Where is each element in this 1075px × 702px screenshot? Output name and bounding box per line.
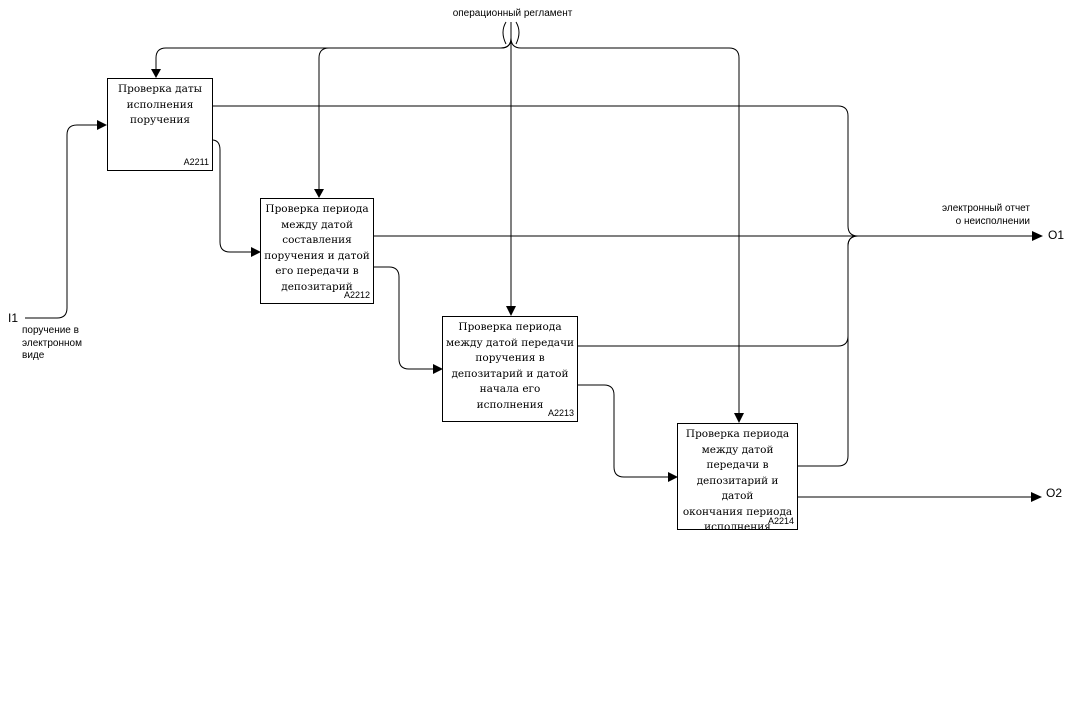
activity-code: A2211 <box>183 157 209 167</box>
activity-title: Проверка периода между датой передачи по… <box>445 321 575 411</box>
control-label: операционный регламент <box>452 8 573 19</box>
arrowhead <box>433 364 443 374</box>
output-label-o1: электронный отчет о неисполнении <box>941 203 1030 227</box>
output-code-o2: O2 <box>1046 486 1063 500</box>
arrowhead <box>734 413 744 423</box>
control-arrow-a2211 <box>155 22 512 70</box>
output-a2214-to-o1 <box>797 235 859 467</box>
control-arrow-a2214 <box>510 37 740 415</box>
activity-box-a2214[interactable]: Проверка периода между датой передачи в … <box>677 423 798 533</box>
activity-code: A2213 <box>547 408 574 418</box>
arrowhead <box>1031 492 1042 502</box>
input-label: поручение в электронном виде <box>22 325 82 361</box>
output-a2213-to-o1 <box>577 235 859 347</box>
activity-box-a2211[interactable]: Проверка даты исполнения поручения A2211 <box>107 78 213 171</box>
activity-title: Проверка даты исполнения поручения <box>117 83 203 126</box>
activity-code: A2212 <box>343 290 370 300</box>
arrowhead <box>251 247 261 257</box>
arrowhead <box>668 472 678 482</box>
control-arrow-a2212 <box>318 37 512 191</box>
activity-title: Проверка периода между датой составления… <box>264 203 370 293</box>
control-tunnel-right <box>515 21 520 45</box>
output-code-o1: O1 <box>1048 228 1065 242</box>
arrowhead <box>151 69 161 78</box>
arrowhead <box>97 120 107 130</box>
activity-title: Проверка периода между датой передачи в … <box>682 428 793 533</box>
arrowhead <box>506 306 516 316</box>
flow-arrow-a2212-a2213 <box>373 266 435 370</box>
arrowhead <box>1032 231 1043 241</box>
flow-arrow-a2211-a2212 <box>211 139 253 253</box>
input-code: I1 <box>8 311 19 325</box>
control-tunnel-left <box>502 21 507 45</box>
activity-box-a2213[interactable]: Проверка периода между датой передачи по… <box>442 316 578 422</box>
activity-box-a2212[interactable]: Проверка периода между датой составления… <box>260 198 374 304</box>
flow-arrow-a2213-a2214 <box>577 384 670 478</box>
arrowhead <box>314 189 324 198</box>
output-a2211-to-o1 <box>212 105 859 237</box>
activity-code: A2214 <box>767 516 794 526</box>
input-arrow-i1 <box>25 124 100 319</box>
